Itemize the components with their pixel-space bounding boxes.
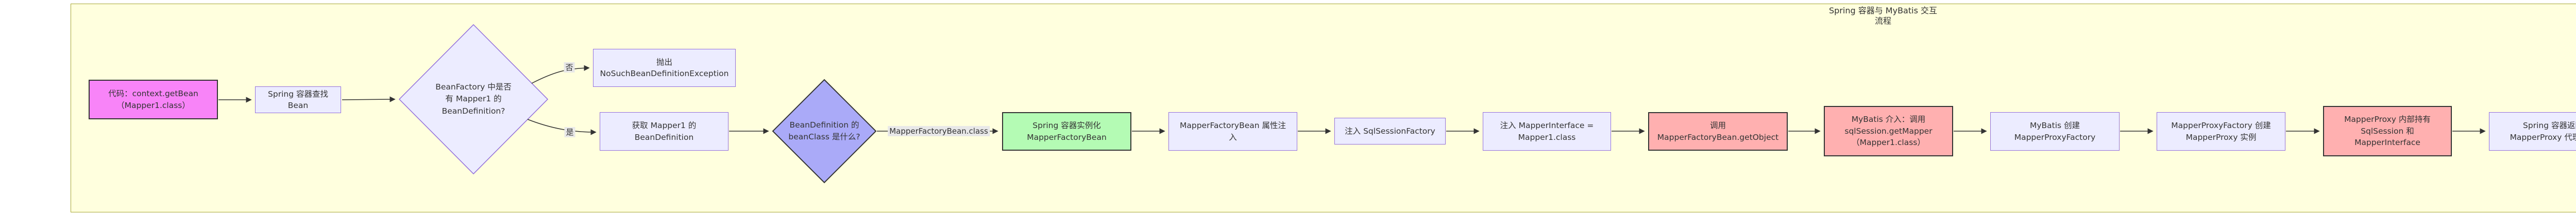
node-create-mapperproxyfactory: MyBatis 创建 MapperProxyFactory: [1990, 112, 2120, 151]
node-proxy-holds: MapperProxy 内部持有 SqlSession 和 MapperInte…: [2323, 106, 2452, 156]
flow-arrows: [218, 65, 2486, 135]
node-code-getbean: 代码：context.getBean （Mapper1.class）: [89, 80, 218, 119]
node-inject-sqlsessionfactory: 注入 SqlSessionFactory: [1334, 118, 1446, 145]
edge-label-mapperfactorybean-class: MapperFactoryBean.class: [888, 126, 990, 136]
edge-label-yes: 是: [564, 127, 575, 137]
decision-diamond-beanclass: [772, 79, 877, 184]
decision-diamond-has-beandefinition: [398, 24, 549, 175]
node-throw-exception: 抛出 NoSuchBeanDefinitionException: [593, 49, 736, 87]
node-mybatis-getmapper: MyBatis 介入：调用 sqlSession.getMapper （Mapp…: [1824, 106, 1953, 156]
node-instantiate-factorybean: Spring 容器实例化 MapperFactoryBean: [1002, 112, 1131, 151]
node-spring-lookup: Spring 容器查找 Bean: [255, 86, 341, 113]
node-spring-returns-proxy: Spring 容器返回 MapperProxy 代理对象: [2489, 112, 2576, 151]
node-call-getobject: 调用 MapperFactoryBean.getObject: [1648, 112, 1788, 151]
diagram-title: Spring 容器与 MyBatis 交互 流程: [1828, 6, 1937, 26]
node-create-mapperproxy: MapperProxyFactory 创建 MapperProxy 实例: [2157, 112, 2285, 151]
node-get-beandefinition: 获取 Mapper1 的 BeanDefinition: [600, 112, 728, 151]
node-property-injection: MapperFactoryBean 属性注 入: [1168, 112, 1297, 151]
edge-label-no: 否: [564, 62, 575, 73]
node-inject-mapperinterface: 注入 MapperInterface = Mapper1.class: [1483, 112, 1611, 151]
